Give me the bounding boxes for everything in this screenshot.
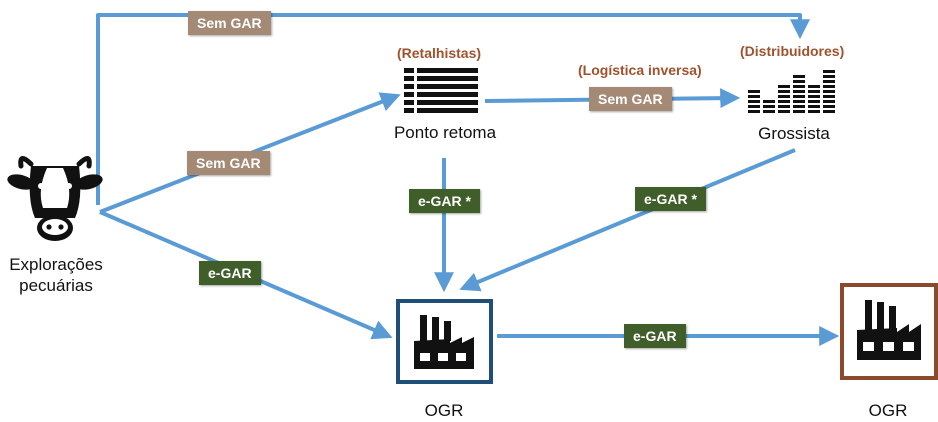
tag-farms-to-retailers: Sem GAR bbox=[187, 151, 270, 175]
factory-icon bbox=[857, 300, 921, 360]
ogr-center-box bbox=[396, 299, 493, 384]
retailers-role-label: (Retalhistas) bbox=[397, 45, 482, 61]
bar-levels-icon bbox=[748, 70, 835, 113]
farms-label: Explorações pecuárias bbox=[8, 254, 104, 296]
tag-farms-to-ogr: e-GAR bbox=[199, 261, 261, 285]
tag-retailers-to-ogr: e-GAR * bbox=[409, 189, 480, 213]
wholesaler-label: Grossista bbox=[758, 124, 830, 143]
factory-icon bbox=[414, 315, 474, 369]
cow-icon bbox=[7, 156, 103, 241]
ogr-center-label: OGR bbox=[424, 401, 464, 420]
reverse-logistics-note: (Logística inversa) bbox=[578, 62, 702, 78]
arrow-wholesaler-to-ogr bbox=[459, 148, 796, 292]
retailers-label: Ponto retoma bbox=[393, 123, 497, 142]
farms-label-line2: pecuárias bbox=[19, 276, 93, 295]
farms-label-line1: Explorações bbox=[9, 255, 103, 274]
tag-retailers-to-wholesaler: Sem GAR bbox=[589, 87, 672, 111]
ogr-right-label: OGR bbox=[868, 401, 908, 420]
list-icon bbox=[404, 68, 478, 113]
tag-farms-to-wholesaler: Sem GAR bbox=[188, 11, 271, 35]
tag-ogr-to-ogr: e-GAR bbox=[624, 324, 686, 348]
tag-wholesaler-to-ogr: e-GAR * bbox=[635, 187, 706, 211]
ogr-right-box bbox=[840, 283, 938, 380]
arrow-farms-to-wholesaler bbox=[96, 13, 810, 205]
wholesaler-role-label: (Distribuidores) bbox=[740, 43, 845, 59]
